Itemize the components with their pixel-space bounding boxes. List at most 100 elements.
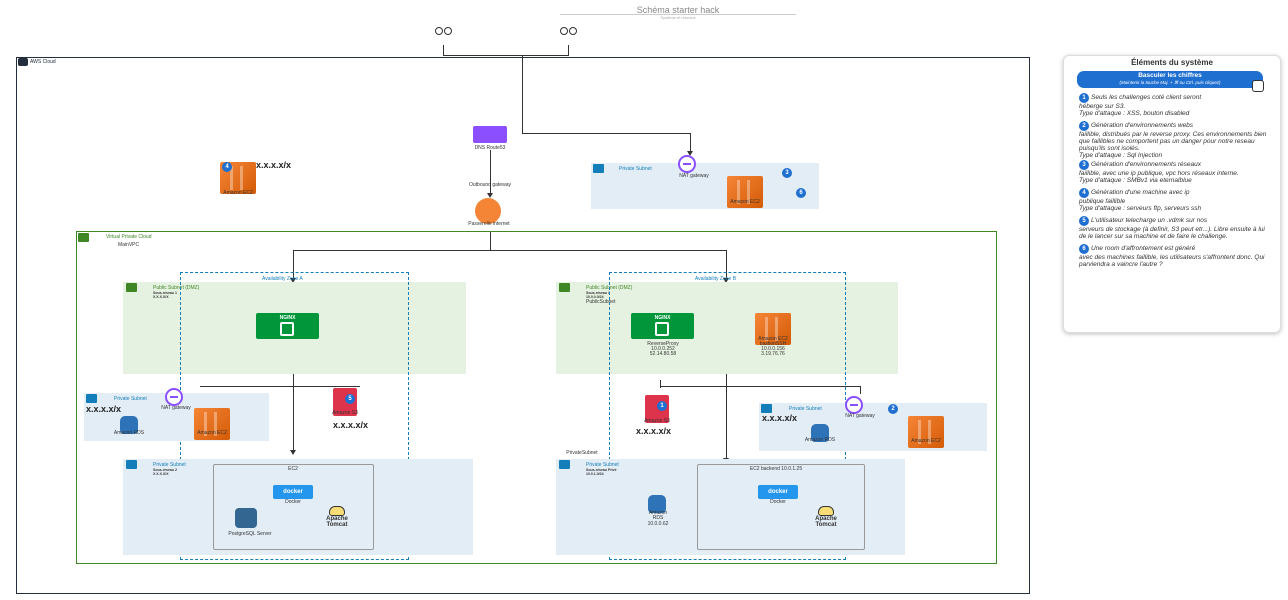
legend-text: Génération d'environnements webs	[1091, 122, 1194, 129]
tomcat-line1: Apache	[326, 516, 348, 522]
top-private-subnet	[591, 163, 819, 209]
subnet-ip: x.x.x.x/x	[86, 404, 122, 414]
connector	[293, 374, 294, 452]
public-subnet-line2: X.X.X.X/X	[153, 295, 169, 299]
private-subnet-icon	[126, 460, 137, 469]
rds-line2: RDS	[652, 515, 664, 521]
dns-label: DNS Route53	[474, 145, 506, 151]
private-subnet-icon	[761, 404, 772, 413]
public-subnet-icon	[559, 283, 570, 292]
toggle-label: Basculer les chiffres	[1138, 72, 1202, 79]
vpc-icon	[78, 233, 89, 242]
rds-ip: 10.0.0.62	[647, 521, 669, 527]
ec2-backend-box	[697, 464, 865, 550]
connector	[490, 150, 491, 195]
ec2-label: Amazon EC2	[911, 438, 941, 444]
badge-6: 6	[796, 188, 806, 198]
connector	[522, 133, 690, 134]
connector	[860, 386, 861, 394]
bastion-ip1: 10.0.0.156	[761, 346, 785, 352]
bastion-label-1: Amazon EC2	[758, 336, 788, 342]
connector	[200, 386, 360, 387]
legend-text: Type d'attaque : Sql Injection	[1079, 152, 1163, 159]
reverse-proxy-label: ReverseProxy	[647, 341, 679, 347]
postgresql-label: PostgreSQL Server	[228, 531, 272, 537]
badge-4: 4	[222, 162, 232, 172]
nat-gateway-label: NAT gateway	[161, 405, 191, 411]
rds-label: Amazon RDS	[804, 437, 836, 443]
arrow-head	[723, 278, 729, 283]
legend-text: Type d'attaque : serveurs ftp, serveurs …	[1079, 205, 1202, 212]
legend-text: publique faillible	[1079, 198, 1126, 205]
public-subnet-line2: 10.0.0.0/24	[586, 295, 604, 299]
private-subnet-icon	[86, 394, 97, 403]
legend-text: L'utilisateur telecharge un .vdmk sur no…	[1091, 217, 1208, 224]
aws-cloud-container	[16, 57, 1030, 594]
public-subnet-name: PublicSubnet	[586, 299, 616, 305]
private-subnet-line2: X.X.X.X/X	[153, 472, 169, 476]
vpc-container	[76, 231, 997, 564]
legend-text: faillible, avec une ip publique, vpc hor…	[1079, 170, 1239, 177]
s3-label: Amazon S3	[332, 410, 358, 416]
nat-gateway-label: NAT gateway	[679, 173, 709, 179]
tomcat-line1: Apache	[815, 516, 837, 522]
private-subnet-label: Private Subnet	[114, 396, 147, 402]
ec2-label: Amazon EC2	[223, 190, 253, 196]
s3-ip: x.x.x.x/x	[333, 420, 369, 430]
private-subnet-label: Private Subnet	[153, 462, 186, 468]
tomcat-line2: Tomcat	[815, 522, 837, 528]
docker-icon: docker	[273, 485, 313, 499]
aws-cloud-icon	[18, 58, 28, 66]
diagram-subtitle: Système et réseaux	[660, 15, 696, 20]
tomcat-line2: Tomcat	[326, 522, 348, 528]
badge-3: 3	[782, 168, 792, 178]
dns-route53-icon	[473, 126, 507, 143]
private-subnet-line1: Sous-réseau Privé	[586, 468, 617, 472]
private-subnet-label: Private Subnet	[789, 406, 822, 412]
private-subnet-icon	[593, 164, 604, 173]
connector	[293, 250, 294, 280]
private-subnet-name: PrivateSubnet	[566, 450, 598, 456]
ec2-label: Amazon EC2	[730, 199, 760, 205]
legend-text: Type d'attaque : XSS, bouton disabled	[1079, 110, 1190, 117]
toggle-numbers-button[interactable]: Basculer les chiffres (Maintenir la touc…	[1077, 71, 1263, 88]
connector	[690, 133, 691, 153]
amazon-rds-icon	[811, 424, 829, 442]
arrow-head	[290, 278, 296, 283]
private-subnet-label: Private Subnet	[586, 462, 619, 468]
internet-gateway-label: Passerelle internet	[468, 221, 510, 227]
arrow-head	[487, 193, 493, 198]
zone-b-public-subnet	[556, 282, 898, 374]
legend-badge: 5	[1079, 216, 1089, 226]
zone-b-private-subnet	[556, 459, 905, 555]
nat-gateway-icon	[165, 388, 183, 406]
ec2-ip: x.x.x.x/x	[256, 160, 292, 170]
reverse-proxy-ip2: 52.14.80.58	[649, 351, 677, 357]
ec2-backend-label: EC2 backend 10.0.1.25	[749, 466, 803, 472]
users-icon	[555, 27, 581, 45]
connector	[490, 232, 491, 250]
legend-text: Type d'attaque : SMBv1 via eternalblue	[1079, 177, 1192, 184]
amazon-ec2-icon	[220, 162, 256, 194]
title-divider	[560, 14, 796, 15]
connector	[660, 386, 860, 387]
amazon-ec2-icon	[194, 408, 230, 440]
legend-text: faillible, distribués par le reverse pro…	[1079, 131, 1267, 152]
public-subnet-label: Public Subnet (DMZ)	[153, 285, 200, 291]
legend-text: Une room d'affrontement est généré	[1091, 245, 1196, 252]
nat-gateway-label: NAT gateway	[845, 413, 875, 419]
toggle-hint: (Maintenir la touche Maj. + ⌘ ou Ctrl. p…	[1119, 80, 1221, 85]
subnet-ip: x.x.x.x/x	[762, 413, 798, 423]
legend-panel	[1063, 55, 1281, 333]
public-subnet-line1: Sous-réseau 3	[586, 291, 610, 295]
nginx-logo-text: NGINX	[279, 315, 296, 321]
az-b-label: Availability Zone B	[695, 276, 737, 282]
arrow-head	[290, 450, 296, 455]
bastion-ip2: 3.19.76.76	[761, 351, 785, 357]
